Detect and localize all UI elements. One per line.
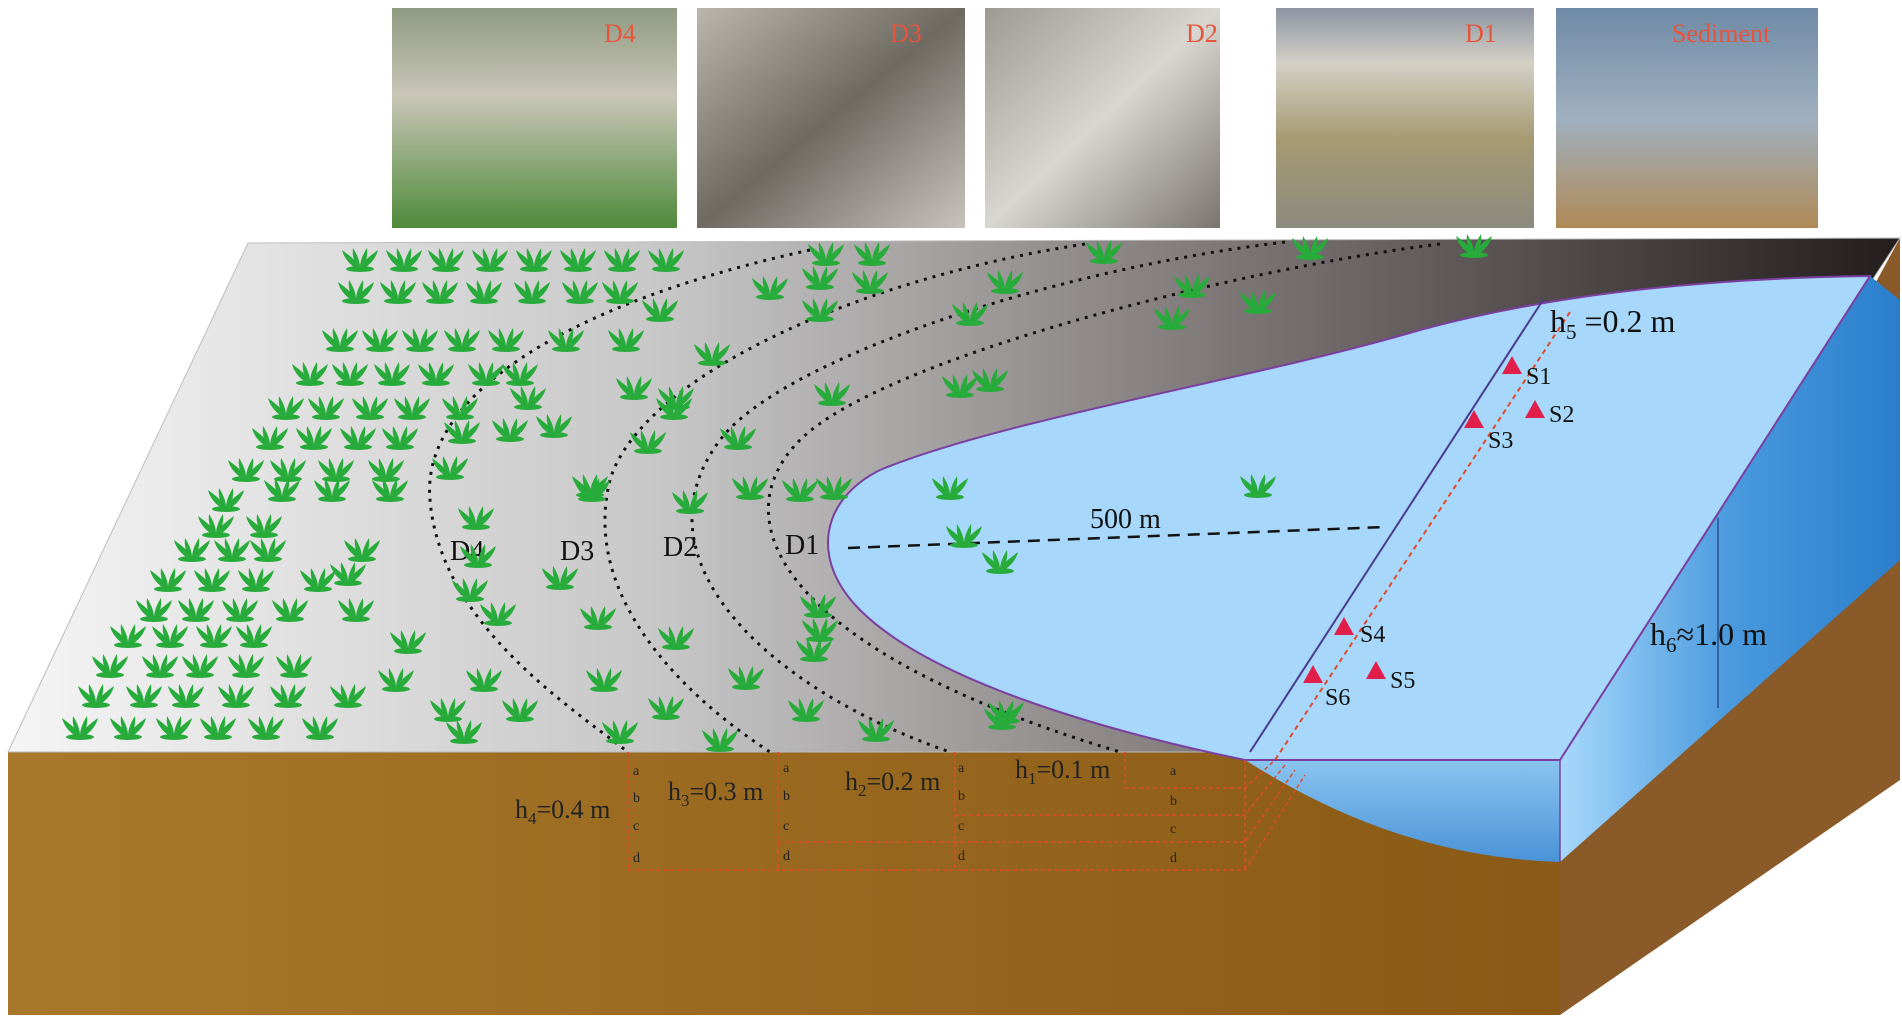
zone-label: D1 bbox=[785, 530, 819, 561]
depth-label-h6: h6≈1.0 m bbox=[1650, 616, 1767, 657]
layer-letter: a bbox=[783, 761, 790, 776]
depth-label-h5: h5 =0.2 m bbox=[1550, 303, 1676, 344]
depth-label-h2: h2=0.2 m bbox=[845, 767, 940, 800]
site-label-s4: S4 bbox=[1360, 622, 1385, 648]
water-front-section bbox=[1245, 760, 1560, 862]
site-marker-s3 bbox=[1464, 410, 1484, 428]
layer-letter: d bbox=[633, 851, 640, 866]
photo-d1 bbox=[1276, 8, 1534, 228]
layer-letter: d bbox=[958, 849, 965, 864]
site-marker-s1 bbox=[1502, 356, 1522, 374]
site-marker-s2 bbox=[1525, 400, 1545, 418]
site-label-s6: S6 bbox=[1325, 685, 1350, 711]
site-marker-s5 bbox=[1366, 661, 1386, 679]
layer-letter: d bbox=[1170, 851, 1177, 866]
layer-letter: b bbox=[633, 791, 640, 806]
layer-letter: b bbox=[958, 789, 965, 804]
site-label-s3: S3 bbox=[1488, 428, 1513, 454]
layer-letter: a bbox=[958, 761, 965, 776]
site-marker-s6 bbox=[1303, 665, 1323, 683]
layer-letter: a bbox=[633, 764, 640, 779]
water-side-face bbox=[1560, 276, 1900, 862]
depth-label-h3: h3=0.3 m bbox=[668, 777, 763, 810]
layer-letter: c bbox=[633, 819, 639, 834]
photo-label: D1 bbox=[1465, 19, 1497, 48]
photo-label: Sediment bbox=[1672, 19, 1771, 48]
boundary-d1 bbox=[767, 242, 1441, 754]
zone-boundaries bbox=[428, 240, 1441, 754]
photo-sediment bbox=[1556, 8, 1818, 228]
photo-label: D3 bbox=[890, 19, 922, 48]
distance-label: 500 m bbox=[1090, 504, 1161, 535]
layer-letter: b bbox=[1170, 794, 1177, 809]
site-label-s2: S2 bbox=[1549, 402, 1574, 428]
site-label-s5: S5 bbox=[1390, 668, 1415, 694]
layer-letter: a bbox=[1170, 764, 1177, 779]
layer-letter: d bbox=[783, 849, 790, 864]
zone-label: D2 bbox=[663, 532, 697, 563]
photo-strip: D4 D3 D2 D1 Sediment bbox=[392, 8, 1818, 228]
photo-d2 bbox=[985, 8, 1220, 228]
layer-letter: b bbox=[783, 789, 790, 804]
water-surface bbox=[827, 274, 1872, 761]
photo-label: D4 bbox=[604, 19, 636, 48]
site-marker-s4 bbox=[1334, 617, 1354, 635]
boundary-d3 bbox=[603, 242, 1086, 754]
zone-label: D3 bbox=[560, 536, 594, 567]
layer-letter: c bbox=[783, 819, 789, 834]
soil-layer-guides bbox=[627, 752, 1306, 871]
sampling-sites: S1 S2 S3 S4 S5 S6 bbox=[1303, 356, 1574, 711]
transect-line bbox=[1249, 299, 1544, 753]
boundary-d2 bbox=[690, 240, 1286, 754]
soil-front-face bbox=[8, 752, 1560, 1015]
layer-letters: a b c d a b c d a b c d a b c d bbox=[633, 761, 1177, 866]
distance-line bbox=[847, 525, 1386, 550]
layer-letter: c bbox=[958, 819, 964, 834]
depth-label-h4: h4=0.4 m bbox=[515, 795, 610, 828]
photo-label: D2 bbox=[1186, 19, 1218, 48]
photo-d4 bbox=[392, 8, 677, 228]
layer-letter: c bbox=[1170, 822, 1176, 837]
photo-d3 bbox=[697, 8, 965, 228]
site-label-s1: S1 bbox=[1526, 364, 1551, 390]
depth-label-h1: h1=0.1 m bbox=[1015, 755, 1110, 788]
